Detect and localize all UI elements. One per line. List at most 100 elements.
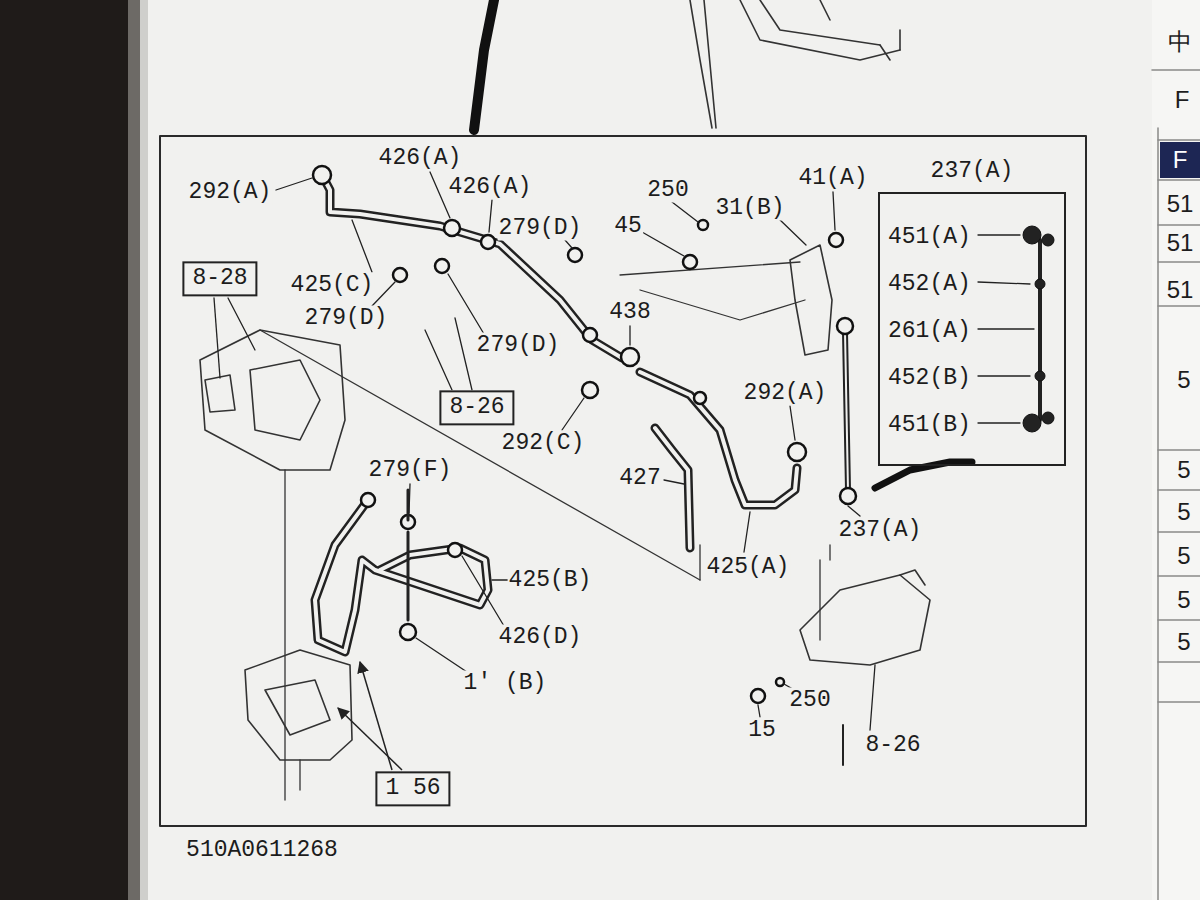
reference-number: 8-26 bbox=[449, 395, 504, 420]
bracket-fragment-group bbox=[690, 0, 900, 128]
callout-number: 1' (B) bbox=[463, 671, 548, 696]
table-rule-group bbox=[1152, 70, 1200, 900]
reference-bar bbox=[842, 725, 844, 765]
outline-line bbox=[620, 262, 800, 275]
callout-number: 292(A) bbox=[743, 381, 828, 406]
fitting-group bbox=[313, 166, 856, 703]
fitting-symbol bbox=[751, 689, 765, 703]
monitor-bezel bbox=[0, 0, 128, 900]
fitting-symbol bbox=[776, 678, 784, 686]
bolt-shank bbox=[407, 532, 410, 620]
fitting-symbol bbox=[435, 259, 449, 273]
ball-joint-symbol bbox=[1035, 279, 1045, 289]
fitting-symbol bbox=[444, 220, 460, 236]
link-rod-group bbox=[1040, 240, 1041, 420]
table-panel bbox=[1152, 0, 1200, 900]
fitting-symbol bbox=[313, 166, 331, 184]
callout-number: 250 bbox=[788, 688, 831, 713]
pipe-wall bbox=[322, 175, 622, 358]
ball-joint-symbol bbox=[1035, 371, 1045, 381]
callout-number: 426(D) bbox=[498, 625, 583, 650]
leader-line bbox=[409, 484, 410, 513]
bracket-fragment bbox=[760, 0, 880, 45]
table-cell-text: 51 bbox=[1166, 277, 1195, 303]
fitting-symbol bbox=[840, 488, 856, 504]
leader-line bbox=[978, 282, 1030, 284]
callout-number: 279(D) bbox=[476, 333, 561, 358]
leader-line bbox=[629, 326, 630, 345]
pipe-bore bbox=[322, 175, 622, 358]
callout-number: 15 bbox=[747, 718, 777, 743]
pointer-arrow bbox=[338, 708, 402, 770]
callout-number: 279(D) bbox=[304, 306, 389, 331]
callout-number: 250 bbox=[646, 178, 689, 203]
pipe-bore bbox=[315, 500, 488, 652]
table-cell-text: 51 bbox=[1166, 230, 1195, 256]
bezel-shade bbox=[140, 0, 148, 900]
reference-box: 8-28 bbox=[182, 261, 257, 296]
hose-fragment bbox=[474, 0, 494, 130]
callout-number: 292(C) bbox=[501, 431, 586, 456]
leader-line bbox=[744, 512, 750, 552]
engine-part bbox=[250, 360, 320, 440]
callout-number: 41(A) bbox=[797, 166, 868, 191]
table-cell-text: 5 bbox=[1176, 499, 1191, 525]
fitting-symbol bbox=[361, 493, 375, 507]
pointer-group bbox=[338, 662, 402, 770]
part-number: 451(B) bbox=[888, 412, 971, 438]
leader-line bbox=[978, 328, 1034, 329]
fitting-symbol bbox=[400, 624, 416, 640]
outline-line bbox=[299, 760, 300, 790]
outline-line bbox=[260, 330, 700, 580]
callout-number: 426(A) bbox=[448, 175, 533, 200]
table-rule bbox=[1158, 449, 1200, 451]
exploded-view-box: 237(A)451(A)452(A)261(A)452(B)451(B) bbox=[878, 158, 1066, 466]
leader-line bbox=[462, 556, 504, 626]
table-cell-text: 5 bbox=[1176, 543, 1191, 569]
leader-line bbox=[978, 422, 1020, 423]
part-number-row: 451(B) bbox=[888, 402, 1064, 449]
callout-number: 31(B) bbox=[714, 196, 785, 221]
fitting-symbol bbox=[582, 382, 598, 398]
fitting-symbol bbox=[393, 268, 407, 282]
pipe-wall bbox=[315, 500, 488, 652]
leader-line-group bbox=[214, 172, 1034, 730]
fitting-symbol bbox=[568, 248, 582, 262]
fitting-symbol bbox=[837, 318, 853, 334]
bracket-fragment bbox=[690, 0, 712, 128]
link-glyphs bbox=[1023, 226, 1054, 432]
figure-number: 510A0611268 bbox=[185, 838, 339, 863]
bracket-fragment bbox=[820, 0, 830, 20]
ball-joint-symbol bbox=[1023, 226, 1041, 244]
leader-line bbox=[425, 330, 452, 390]
reference-box: 1 56 bbox=[375, 771, 450, 806]
part-number: 451(A) bbox=[888, 224, 971, 250]
table-rule bbox=[1152, 69, 1200, 71]
engine-part bbox=[790, 245, 832, 355]
table-rule bbox=[1158, 179, 1200, 181]
part-number-row: 451(A) bbox=[888, 214, 1064, 261]
table-rule bbox=[1158, 575, 1200, 577]
fitting-symbol bbox=[583, 328, 597, 342]
callout-number: 45 bbox=[613, 214, 643, 239]
bracket-fragment bbox=[740, 0, 900, 60]
bolt-shank-group bbox=[408, 490, 409, 620]
callout-number: 292(A) bbox=[188, 180, 273, 205]
leader-line bbox=[352, 220, 372, 272]
outline-line bbox=[640, 290, 805, 320]
part-number: 452(A) bbox=[888, 271, 971, 297]
outline-line-group bbox=[260, 262, 830, 800]
leader-line bbox=[870, 665, 875, 730]
engine-part-group bbox=[200, 245, 930, 760]
group-border: 451(A)452(A)261(A)452(B)451(B) bbox=[878, 192, 1066, 466]
table-rule bbox=[1158, 661, 1200, 663]
hose-fragment-group bbox=[474, 0, 494, 130]
leader-line bbox=[565, 240, 572, 248]
callout-number: 279(D) bbox=[498, 216, 583, 241]
leader-line bbox=[642, 232, 684, 256]
table-rule bbox=[1158, 224, 1200, 226]
